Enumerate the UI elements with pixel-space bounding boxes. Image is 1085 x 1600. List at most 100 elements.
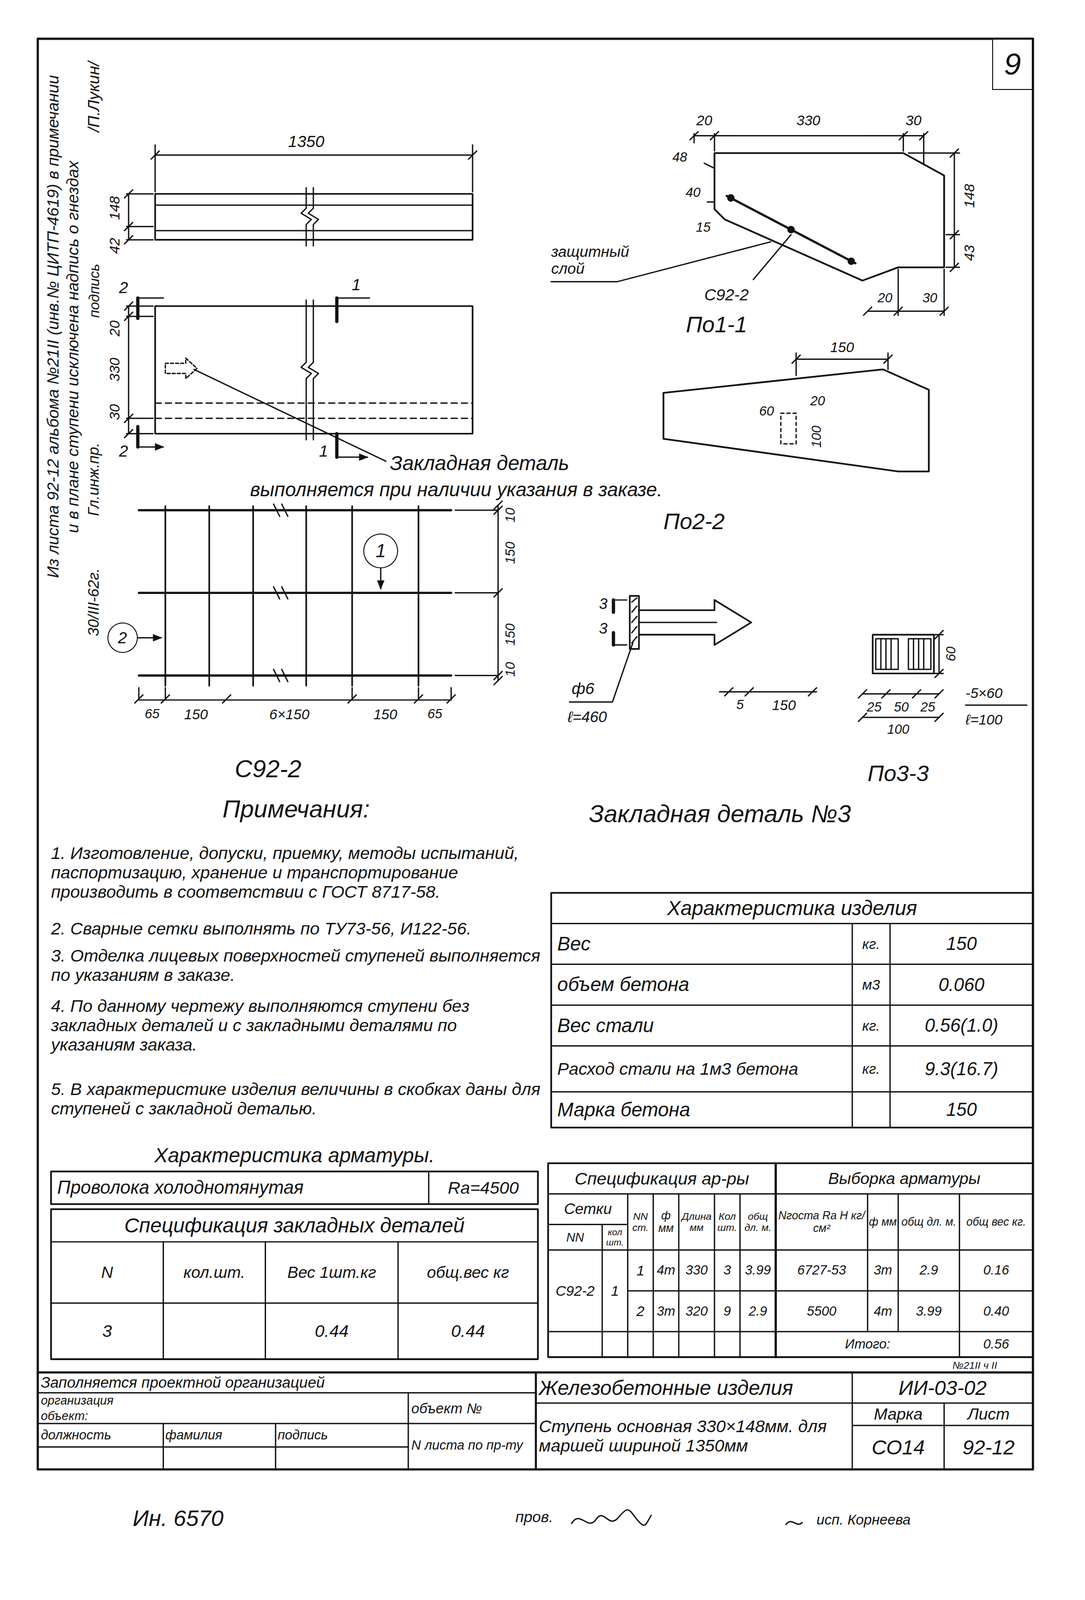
note: 2. Сварные сетки выполнять по ТУ73-56, И… xyxy=(51,916,542,942)
node-label: 2 xyxy=(118,629,128,647)
table-cell: Марка бетона xyxy=(557,1091,853,1128)
table-cell: кол.шт. xyxy=(163,1241,266,1304)
title-block-text: Железобетонные изделия xyxy=(538,1372,851,1404)
title-block-text: объект № xyxy=(411,1393,536,1424)
dimension: 50 xyxy=(886,698,917,717)
dimension: 20 xyxy=(806,391,829,411)
title-block-text: ИИ-03-02 xyxy=(852,1372,1033,1404)
table-title: Характеристика арматуры. xyxy=(51,1141,539,1170)
dimension: 25 xyxy=(916,698,939,717)
part-title: Примечания: xyxy=(222,793,447,825)
stamp-text: Ин. 6570 xyxy=(132,1501,286,1535)
dimension: 20 xyxy=(104,316,125,342)
callout-text: ℓ=100 xyxy=(965,708,1029,731)
table-cell: 0.56(1.0) xyxy=(890,1005,1033,1046)
table-cell: Проволока холоднотянутая xyxy=(57,1171,427,1205)
note: 4. По данному чертежу выполняются ступен… xyxy=(51,989,542,1062)
title-block-text: объект: xyxy=(40,1408,245,1424)
revision-note: Гл.инж.пр. xyxy=(83,423,105,536)
dimension: 1350 xyxy=(275,130,338,153)
dimension: 10 xyxy=(501,658,520,681)
table-cell: общ вес кг. xyxy=(959,1193,1033,1250)
table-cell: общ дл. м. xyxy=(898,1193,960,1250)
table-cell: Расход стали на 1м3 бетона xyxy=(557,1045,853,1092)
dimension: 330 xyxy=(787,110,829,131)
dimension: 148 xyxy=(104,187,125,229)
revision-note: подпись xyxy=(83,250,105,332)
dimension: 60 xyxy=(755,401,778,421)
dimension: 65 xyxy=(138,704,166,725)
dimension: 100 xyxy=(875,720,921,739)
stamp-text: исп. Корнеева xyxy=(816,1508,970,1531)
dimension: 330 xyxy=(104,351,125,388)
section-mark: 2 xyxy=(114,438,133,464)
part-title: По1-1 xyxy=(685,309,788,340)
table-cell: 2.9 xyxy=(898,1249,960,1291)
dimension: 20 xyxy=(692,110,717,131)
part-title: По3-3 xyxy=(867,757,970,790)
table-cell: 5500 xyxy=(775,1291,868,1332)
callout-text: ℓ=460 xyxy=(567,706,640,729)
table-cell: N xyxy=(51,1241,164,1304)
dimension: 150 xyxy=(501,616,520,654)
table-cell: 1 xyxy=(602,1249,628,1332)
note: 5. В характеристике изделия величины в с… xyxy=(51,1063,542,1135)
table-cell: 150 xyxy=(890,1091,1033,1128)
table-cell: 0.56 xyxy=(959,1331,1033,1358)
dimension: 30 xyxy=(104,400,125,425)
table-cell: 3 xyxy=(51,1303,164,1360)
callout-text: ф6 xyxy=(571,677,613,700)
dimension: 6×150 xyxy=(226,704,353,725)
table-title: Спецификация закладных деталей xyxy=(51,1209,539,1243)
callout-text: выполняется при наличии указания в заказ… xyxy=(250,476,730,504)
section-mark: 1 xyxy=(314,440,333,461)
title-block-text: 92-12 xyxy=(944,1425,1034,1470)
dimension: 150 xyxy=(352,704,419,725)
dimension: 5 xyxy=(730,696,750,715)
table-cell: Длина мм xyxy=(678,1193,715,1250)
table-cell: Вес стали xyxy=(557,1005,853,1046)
title-block-text: N листа по пр-ту xyxy=(411,1423,534,1468)
dimension: 15 xyxy=(692,218,715,237)
title-block-text: Ступень основная 330×148мм. для маршей ш… xyxy=(538,1403,851,1470)
title-block-text: Марка xyxy=(852,1403,945,1426)
table-cell: объем бетона xyxy=(557,964,853,1006)
revision-note: 30/III-62г. xyxy=(83,546,105,659)
table-cell: 0.16 xyxy=(959,1249,1033,1291)
dimension: 148 xyxy=(960,175,980,217)
section-mark: 3 xyxy=(594,594,612,615)
table-cell: ф мм xyxy=(867,1193,899,1250)
revision-note: Из листа 92-12 альбома №21II (инв.№ ЦИТП… xyxy=(43,30,64,623)
table-cell: кг. xyxy=(852,923,891,965)
title-block-text: фамилия xyxy=(165,1423,276,1448)
dimension: 100 xyxy=(807,418,826,456)
title-block-text: Заполняется проектной организацией xyxy=(40,1372,531,1394)
stamp-text: пров. xyxy=(515,1506,567,1529)
page-number-box: 9 xyxy=(992,38,1033,90)
table-cell: 3.99 xyxy=(740,1249,776,1291)
table-cell: Ra=4500 xyxy=(428,1171,538,1205)
dimension: 25 xyxy=(862,698,887,717)
table-cell: Вес 1шт.кг xyxy=(265,1241,399,1304)
dimension: 40 xyxy=(682,183,705,203)
table-cell: 330 xyxy=(678,1249,715,1291)
table-cell: NN ст. xyxy=(627,1193,654,1250)
table-cell: 3т xyxy=(867,1249,899,1291)
table-cell: 150 xyxy=(890,923,1033,965)
table-cell: общ.вес кг xyxy=(398,1241,538,1304)
part-title: Закладная деталь №3 xyxy=(589,798,926,832)
part-title: По2-2 xyxy=(663,505,766,537)
dimension: 30 xyxy=(918,288,941,308)
dimension: 48 xyxy=(668,148,691,167)
table-cell: 2.9 xyxy=(740,1291,776,1332)
table-cell: Вес xyxy=(557,923,853,965)
table-cell: кг. xyxy=(852,1005,891,1046)
section-mark: 2 xyxy=(114,275,133,301)
part-title: С92-2 xyxy=(234,753,347,787)
table-cell: ф мм xyxy=(653,1193,679,1250)
dimension: 20 xyxy=(873,288,896,308)
table-cell: 1 xyxy=(627,1249,654,1291)
revision-note: /П.Лукин/ xyxy=(83,40,105,153)
stamp-text: №21II ч II xyxy=(918,1358,1031,1373)
